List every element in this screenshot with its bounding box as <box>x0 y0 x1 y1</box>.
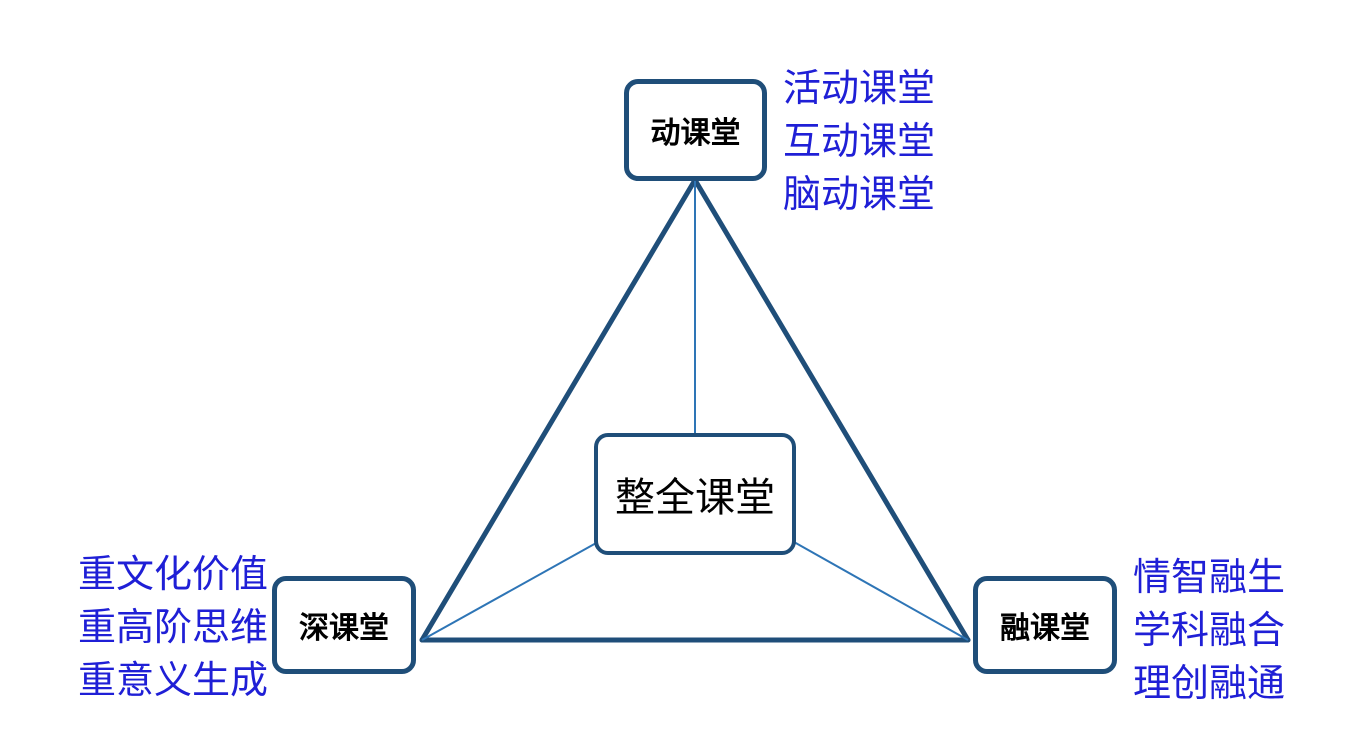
spoke-left-center <box>421 541 599 641</box>
node-right-rong-ketang: 融课堂 <box>973 576 1117 674</box>
note-top-1: 活动课堂 <box>783 66 936 110</box>
node-left-shen-ketang: 深课堂 <box>272 576 416 674</box>
note-right-1: 情智融生 <box>1133 555 1286 599</box>
edge-top-right <box>692 177 971 643</box>
node-center-zhengquan-ketang: 整全课堂 <box>594 433 796 555</box>
note-right-3: 理创融通 <box>1133 661 1286 705</box>
note-left-1: 重文化价值 <box>78 552 269 596</box>
note-right-2: 学科融合 <box>1133 608 1286 652</box>
notes-top: 活动课堂 互动课堂 脑动课堂 <box>783 62 935 221</box>
note-left-3: 重意义生成 <box>78 658 269 702</box>
node-top-dong-ketang: 动课堂 <box>624 79 767 181</box>
spoke-right-center <box>793 541 969 641</box>
note-top-2: 互动课堂 <box>783 119 936 163</box>
node-right-label: 融课堂 <box>1000 611 1090 646</box>
notes-left: 重文化价值 重高阶思维 重意义生成 <box>78 548 268 707</box>
node-left-label: 深课堂 <box>299 611 389 646</box>
note-top-3: 脑动课堂 <box>783 172 936 216</box>
note-left-2: 重高阶思维 <box>78 605 269 649</box>
node-top-label: 动课堂 <box>650 116 741 151</box>
edge-top-left <box>419 177 698 643</box>
node-center-label: 整全课堂 <box>615 475 775 521</box>
notes-right: 情智融生 学科融合 理创融通 <box>1133 551 1285 710</box>
